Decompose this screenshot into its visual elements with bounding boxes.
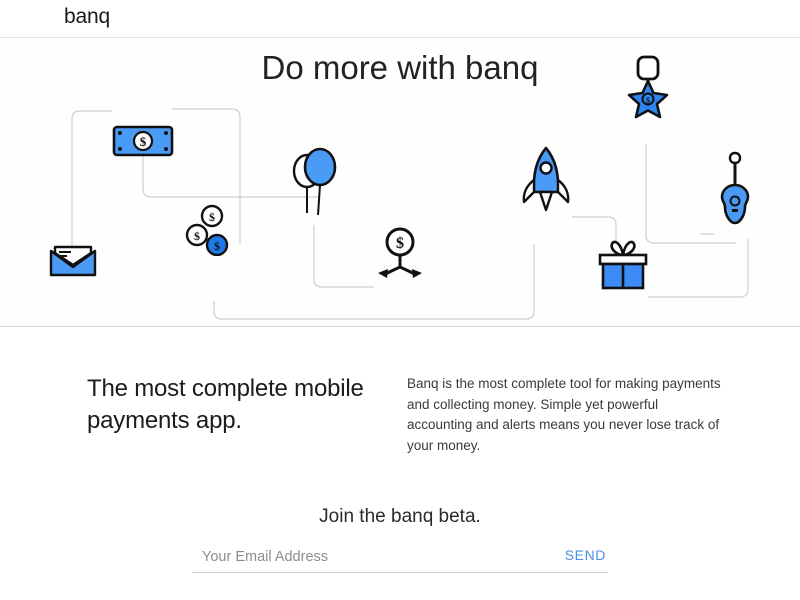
svg-text:$: $ bbox=[396, 235, 404, 252]
svg-text:$: $ bbox=[140, 134, 147, 149]
rocket-icon bbox=[522, 146, 570, 212]
site-header: banq bbox=[0, 0, 800, 38]
svg-text:$: $ bbox=[214, 239, 220, 253]
guitar-icon bbox=[720, 151, 750, 225]
gift-icon bbox=[598, 240, 648, 290]
signup-form: SEND bbox=[192, 543, 608, 573]
hero-title: Do more with banq bbox=[261, 49, 539, 86]
email-input[interactable] bbox=[202, 543, 532, 571]
lead-headline: The most complete mobile payments app. bbox=[87, 375, 364, 434]
banknote-icon: $ bbox=[112, 125, 174, 157]
connector-diagram bbox=[71, 108, 749, 320]
hero-section: Do more with banq bbox=[0, 39, 800, 327]
send-button[interactable]: SEND bbox=[564, 547, 606, 563]
svg-text:$: $ bbox=[646, 96, 650, 105]
envelope-icon bbox=[49, 245, 97, 277]
brand-logo[interactable]: banq bbox=[64, 5, 110, 28]
split-money-icon: $ bbox=[378, 227, 422, 278]
coins-icon: $ $ $ bbox=[185, 204, 229, 256]
signup-title: Join the banq beta. bbox=[319, 506, 481, 527]
svg-text:$: $ bbox=[209, 210, 215, 224]
medal-icon: $ bbox=[627, 55, 669, 119]
svg-text:$: $ bbox=[194, 229, 200, 243]
description-paragraph: Banq is the most complete tool for makin… bbox=[407, 376, 721, 453]
body-section: The most complete mobile payments app. B… bbox=[0, 328, 800, 600]
balloons-icon bbox=[292, 147, 337, 216]
